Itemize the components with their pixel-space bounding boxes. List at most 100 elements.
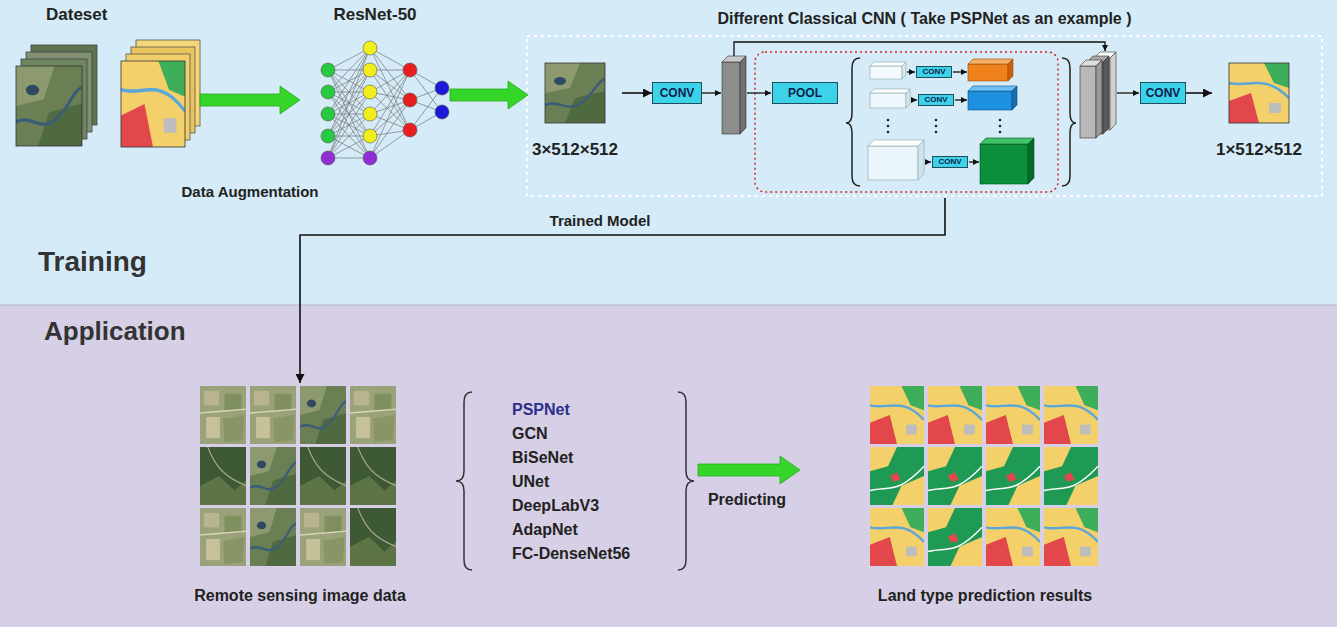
pyramid-module-frame [755, 52, 1058, 192]
layer-name: CONV [660, 87, 695, 99]
edge-label: Data Augmentation [182, 183, 319, 201]
flow-arrow [1186, 92, 1212, 94]
flow-arrow [911, 99, 917, 100]
layer-name: CONV [938, 158, 961, 166]
output-image: 1×512×512 [1212, 60, 1306, 160]
pooled-map [870, 93, 906, 108]
result-tile [870, 447, 924, 505]
neuron [363, 129, 377, 143]
neuron [435, 105, 449, 119]
figure-caption: Remote sensing image data [194, 586, 406, 605]
neuron [363, 85, 377, 99]
image-tile [250, 386, 296, 444]
concat-map [1110, 52, 1116, 130]
result-tile [1044, 386, 1098, 444]
pool-box: POOL [772, 82, 838, 104]
model-name: GCN [512, 422, 548, 446]
branch-output [968, 86, 1017, 91]
conv-box: CONV [918, 94, 954, 106]
ellipsis-dot [887, 125, 890, 128]
image-outline [545, 63, 605, 123]
layer-name: CONV [1146, 87, 1181, 99]
block-arrow [698, 456, 800, 484]
branch-output [1008, 59, 1013, 81]
edge-label: Trained Model [550, 212, 651, 230]
image-grid: Remote sensing image data [165, 383, 435, 605]
pooled-map [868, 146, 918, 180]
image-tile [200, 386, 246, 444]
neuron [435, 81, 449, 95]
flow-arrow [747, 92, 771, 93]
section-title: Training [38, 245, 147, 279]
result-tile [928, 386, 982, 444]
branch-output [1028, 138, 1034, 184]
flow-arrow [300, 198, 945, 383]
neuron [363, 107, 377, 121]
pooled-map [870, 66, 902, 79]
neuron [403, 93, 417, 107]
flow-arrow [702, 92, 721, 93]
image-tile [250, 447, 296, 505]
application-panel [0, 305, 1337, 627]
ellipsis-dot [999, 131, 1002, 134]
neuron [363, 151, 377, 165]
image-tile [350, 386, 396, 444]
brace [1062, 58, 1076, 186]
ellipsis-dot [935, 119, 938, 122]
ellipsis-dot [999, 119, 1002, 122]
tensor-size: 1×512×512 [1216, 140, 1302, 160]
brace [678, 392, 694, 570]
neuron [363, 41, 377, 55]
conv-box: CONV [916, 66, 952, 78]
figure-title: Dateset [46, 5, 107, 25]
concat-map [1103, 56, 1109, 134]
cnn-frame: Different Classical CNN ( Take PSPNet as… [527, 5, 1322, 198]
brace [456, 392, 472, 570]
flow-arrow [907, 71, 915, 72]
neuron [321, 151, 335, 165]
input-image [545, 63, 605, 123]
pooled-map [906, 89, 910, 108]
layer-name: CONV [922, 68, 945, 76]
result-tile [928, 508, 982, 566]
model-name: PSPNet [512, 398, 570, 422]
image-outline [16, 66, 82, 146]
result-tile [986, 508, 1040, 566]
layer-name: POOL [788, 87, 822, 99]
result-tile [870, 386, 924, 444]
model-name: UNet [512, 470, 549, 494]
neuron [321, 107, 335, 121]
pooled-map [868, 140, 924, 146]
concat-map [1096, 60, 1102, 138]
image-tile [350, 508, 396, 566]
model-name: BiSeNet [512, 446, 573, 470]
result-tile [870, 508, 924, 566]
result-tile [1044, 508, 1098, 566]
figure-caption: Land type prediction results [878, 586, 1092, 605]
pooled-map [918, 140, 924, 180]
ellipsis-dot [935, 125, 938, 128]
layer-name: CONV [924, 96, 947, 104]
flow-arrow [953, 71, 967, 72]
branch-output [980, 144, 1028, 184]
image-tile [250, 508, 296, 566]
ellipsis-dot [935, 131, 938, 134]
conv-box: CONV [652, 82, 702, 104]
feature-map [740, 56, 746, 134]
neuron [403, 63, 417, 77]
flow-arrow [1117, 92, 1139, 93]
concat-map [1080, 66, 1096, 138]
model-name: FC-DenseNet56 [512, 542, 630, 566]
image-tile [300, 508, 346, 566]
result-tile [1044, 447, 1098, 505]
image-tile [300, 386, 346, 444]
block-arrow [200, 86, 300, 114]
image-tile [300, 447, 346, 505]
edge-label: Predicting [708, 490, 786, 509]
branch-output [968, 64, 1008, 81]
block-arrow [450, 81, 528, 109]
label-map [121, 61, 185, 147]
flow-arrow [622, 92, 652, 94]
neuron [321, 129, 335, 143]
neuron [363, 63, 377, 77]
